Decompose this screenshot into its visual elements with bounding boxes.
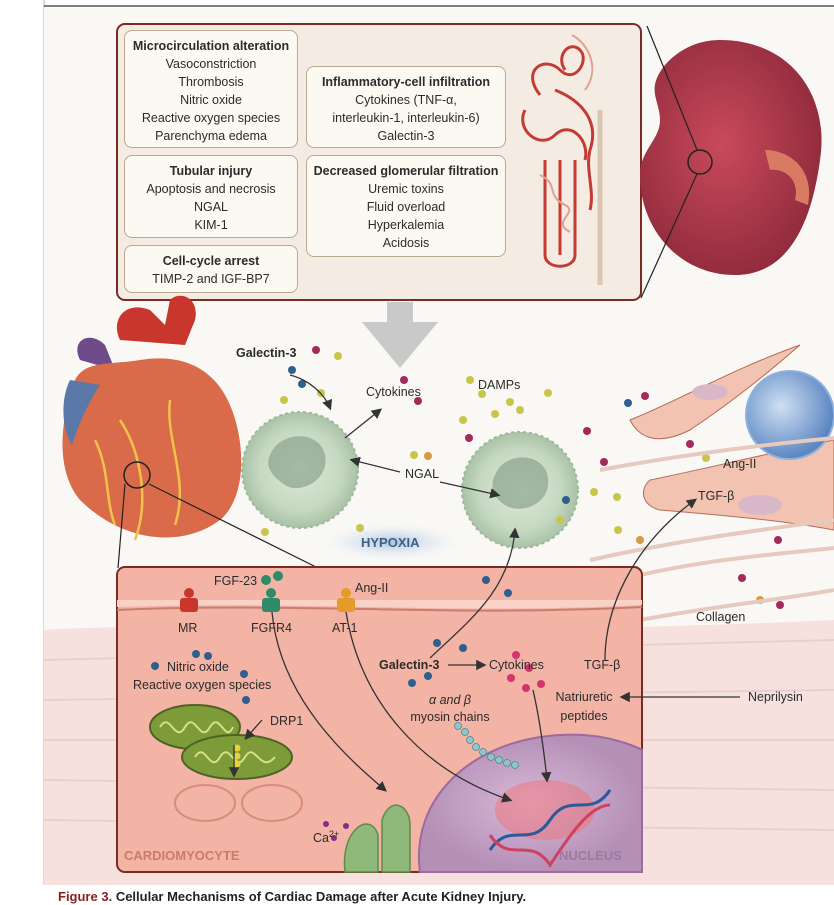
calcium-charge: 2+ bbox=[329, 829, 339, 839]
myosin-label-1: α and β bbox=[429, 693, 471, 707]
microcirculation-item: Thrombosis bbox=[125, 73, 297, 91]
at1-receptor-label: AT-1 bbox=[332, 621, 357, 635]
neprilysin-label: Neprilysin bbox=[748, 690, 803, 704]
ang2-label: Ang-II bbox=[355, 581, 388, 595]
tgf-fibro-label: TGF-β bbox=[698, 489, 734, 503]
ros-label: Reactive oxygen species bbox=[133, 678, 271, 692]
microcirculation-box: Microcirculation alteration Vasoconstric… bbox=[124, 30, 298, 148]
microcirculation-title: Microcirculation alteration bbox=[125, 37, 297, 55]
galectin-myo-label: Galectin-3 bbox=[379, 658, 439, 672]
nucleus-label: NUCLEUS bbox=[559, 848, 622, 863]
neutrophil-right bbox=[462, 432, 578, 548]
inflammatory-item: Cytokines (TNF-α, bbox=[307, 91, 505, 109]
nitric-oxide-label: Nitric oxide bbox=[167, 660, 229, 674]
natriuretic-label-2: peptides bbox=[560, 709, 607, 723]
fgf23-label: FGF-23 bbox=[214, 574, 257, 588]
drp1-label: DRP1 bbox=[270, 714, 303, 728]
damps-label: DAMPs bbox=[478, 378, 520, 392]
fgfr4-receptor-label: FGFR4 bbox=[251, 621, 292, 635]
cytokines-label: Cytokines bbox=[366, 385, 421, 399]
calcium-symbol: Ca bbox=[313, 831, 329, 845]
hypoxia-label: HYPOXIA bbox=[361, 535, 420, 550]
mr-receptor-label: MR bbox=[178, 621, 197, 635]
glomerular-item: Hyperkalemia bbox=[307, 216, 505, 234]
microcirculation-item: Parenchyma edema bbox=[125, 127, 297, 145]
glomerular-item: Fluid overload bbox=[307, 198, 505, 216]
myosin-label-2: myosin chains bbox=[410, 710, 489, 724]
inflammatory-box: Inflammatory-cell infiltration Cytokines… bbox=[306, 66, 506, 148]
cardiomyocyte-label: CARDIOMYOCYTE bbox=[124, 848, 240, 863]
tubular-title: Tubular injury bbox=[125, 162, 297, 180]
microcirculation-item: Reactive oxygen species bbox=[125, 109, 297, 127]
tubular-item: Apoptosis and necrosis bbox=[125, 180, 297, 198]
figure-caption: Figure 3. Cellular Mechanisms of Cardiac… bbox=[58, 889, 526, 904]
caption-number: Figure 3. bbox=[58, 889, 112, 904]
glomerular-item: Acidosis bbox=[307, 234, 505, 252]
microcirculation-item: Nitric oxide bbox=[125, 91, 297, 109]
ang2-fibro-label: Ang-II bbox=[723, 457, 756, 471]
glomerular-title: Decreased glomerular filtration bbox=[307, 162, 505, 180]
cellcycle-title: Cell-cycle arrest bbox=[125, 252, 297, 270]
collagen-label: Collagen bbox=[696, 610, 745, 624]
tubular-box: Tubular injury Apoptosis and necrosis NG… bbox=[124, 155, 298, 238]
ngal-label: NGAL bbox=[405, 467, 439, 481]
calcium-label: Ca2+ bbox=[313, 829, 339, 845]
tgf-myo-label: TGF-β bbox=[584, 658, 620, 672]
glomerular-item: Uremic toxins bbox=[307, 180, 505, 198]
cytokines-myo-label: Cytokines bbox=[489, 658, 544, 672]
galectin-label: Galectin-3 bbox=[236, 346, 296, 360]
natriuretic-label-1: Natriuretic bbox=[556, 690, 613, 704]
inflammatory-item: Galectin-3 bbox=[307, 127, 505, 145]
tubular-item: KIM-1 bbox=[125, 216, 297, 234]
glomerular-box: Decreased glomerular filtration Uremic t… bbox=[306, 155, 506, 257]
caption-title: Cellular Mechanisms of Cardiac Damage af… bbox=[116, 889, 526, 904]
inflammatory-item: interleukin-1, interleukin-6) bbox=[307, 109, 505, 127]
tubular-item: NGAL bbox=[125, 198, 297, 216]
inflammatory-title: Inflammatory-cell infiltration bbox=[307, 73, 505, 91]
neutrophil-left bbox=[242, 412, 358, 528]
microcirculation-item: Vasoconstriction bbox=[125, 55, 297, 73]
cellcycle-item: TIMP-2 and IGF-BP7 bbox=[125, 270, 297, 288]
cellcycle-box: Cell-cycle arrest TIMP-2 and IGF-BP7 bbox=[124, 245, 298, 293]
